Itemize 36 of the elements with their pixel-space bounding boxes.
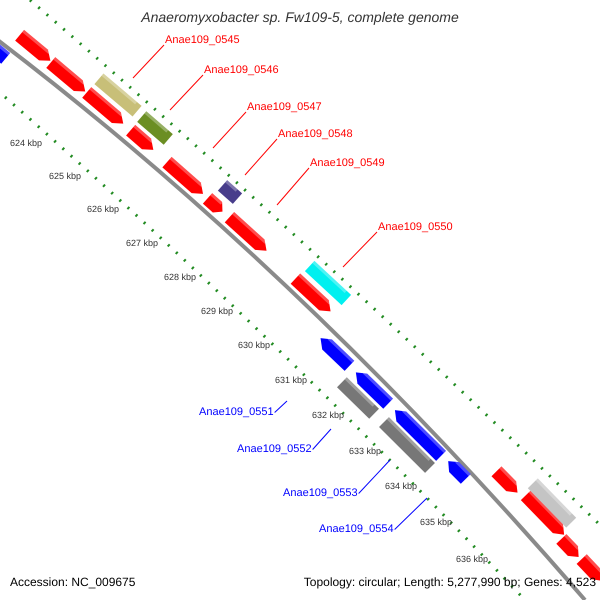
tick-label: 632 kbp (312, 411, 344, 420)
gene-label: Anae109_0545 (165, 35, 240, 46)
tick-label: 633 kbp (349, 447, 382, 456)
leader-line (358, 460, 390, 494)
tick-label: 624 kbp (10, 139, 42, 148)
leader-line (276, 168, 310, 206)
tick-label: 626 kbp (87, 205, 120, 214)
tick-label: 635 kbp (420, 518, 452, 527)
gene-label: Anae109_0548 (278, 129, 353, 140)
tick-label: 625 kbp (49, 172, 82, 181)
tick-label: 631 kbp (275, 376, 308, 385)
genome-stats-text: Topology: circular; Length: 5,277,990 bp; Genes: 4,523 (304, 576, 596, 588)
tick-label: 628 kbp (164, 273, 196, 282)
tick-label: 630 kbp (238, 341, 270, 350)
tick-label: 636 kbp (456, 555, 488, 564)
leader-line (342, 232, 378, 268)
leader-line (274, 400, 288, 413)
tick-label: 634 kbp (385, 482, 418, 491)
leader-line (132, 44, 164, 78)
leader-line (394, 498, 428, 530)
gene-label: Anae109_0546 (204, 65, 279, 76)
leader-line (244, 138, 278, 176)
gene-label: Anae109_0554 (319, 524, 394, 535)
leader-line (170, 74, 204, 110)
gene-label: Anae109_0553 (283, 488, 358, 499)
gene-label: Anae109_0550 (378, 222, 453, 233)
gene-label: Anae109_0551 (199, 407, 274, 418)
accession-text: Accession: NC_009675 (10, 576, 136, 588)
tick-label: 629 kbp (201, 307, 234, 316)
gene-label: Anae109_0552 (237, 444, 312, 455)
gene-label: Anae109_0549 (310, 158, 385, 169)
leader-line (312, 428, 332, 450)
gene-label: Anae109_0547 (247, 102, 322, 113)
leader-line (212, 112, 246, 148)
tick-label: 627 kbp (126, 239, 158, 248)
title: Anaeromyxobacter sp. Fw109-5, complete genome (140, 10, 460, 24)
